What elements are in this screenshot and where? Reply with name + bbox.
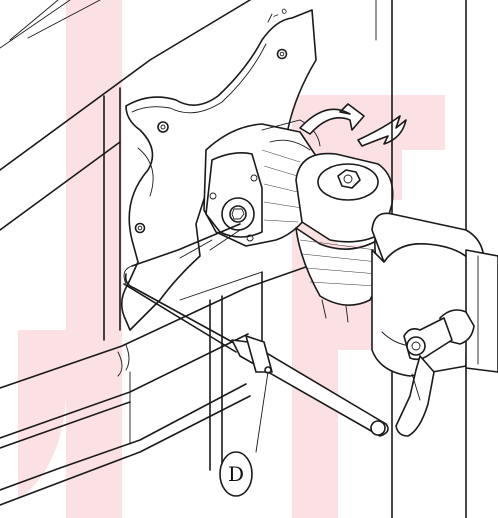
- clamp-lever: [395, 309, 475, 437]
- callout-label: D: [228, 462, 244, 486]
- swivel-knuckle: [295, 152, 394, 323]
- hex-key-tool: [123, 223, 389, 437]
- base-frame: [0, 261, 321, 506]
- pole-clamp: [371, 212, 498, 377]
- background-wall: [0, 0, 251, 341]
- callout-d: D: [219, 371, 269, 497]
- tilt-head: [203, 119, 321, 247]
- rotation-arrow-icon: [299, 103, 407, 147]
